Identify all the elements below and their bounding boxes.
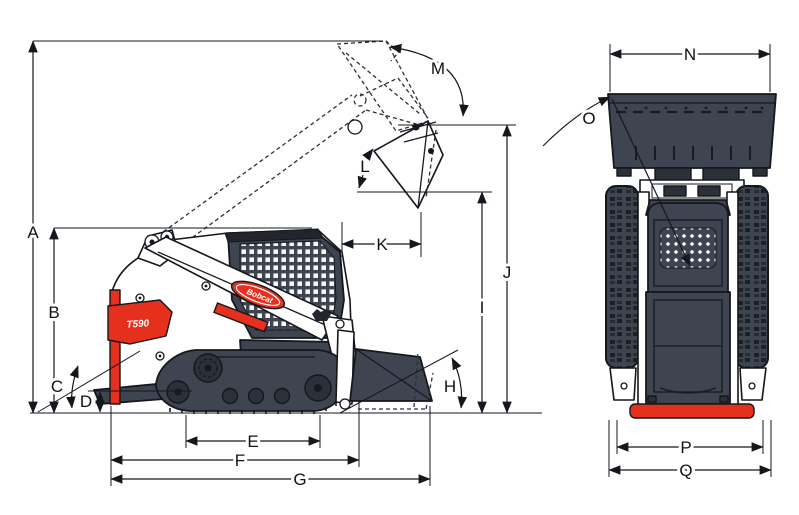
- track-side: [155, 349, 348, 414]
- bucket-ribs: [635, 146, 751, 160]
- dim-N: N: [609, 42, 771, 92]
- dim-C: C: [37, 350, 141, 413]
- dim-label-n: N: [684, 45, 696, 64]
- raised-bucket-dashed: [335, 40, 430, 132]
- bobcat-logo: Bobcat: [230, 280, 286, 310]
- dim-label-d: D: [80, 392, 92, 411]
- dim-H: H: [339, 349, 468, 414]
- dimensions-side: A B C D E: [24, 40, 516, 492]
- bucket-bolts: [624, 106, 764, 110]
- top-view: N O P Q: [542, 42, 777, 483]
- rear-bumper-red-top: [629, 403, 755, 419]
- dim-label-k: K: [376, 235, 388, 254]
- dim-J: J: [398, 124, 516, 414]
- arm-red-stripe: [213, 302, 269, 333]
- roof-perforation: [659, 227, 717, 269]
- dim-label-o: O: [582, 109, 595, 128]
- model-badge: T590: [107, 299, 173, 345]
- top-left-track: [605, 185, 639, 369]
- dim-label-p: P: [680, 438, 691, 457]
- side-view: Bobcat T590: [24, 40, 542, 492]
- tailgate-red-strip: [109, 289, 121, 405]
- dim-L: L: [357, 148, 374, 189]
- top-body: [609, 199, 767, 419]
- bobcat-head-icon: [312, 309, 331, 321]
- dim-O: O: [542, 96, 691, 267]
- dim-label-l: L: [360, 157, 369, 176]
- dim-label-b: B: [48, 303, 59, 322]
- dim-label-a: A: [27, 223, 39, 242]
- cab-roof: [224, 228, 324, 243]
- dim-label-i: I: [480, 298, 485, 317]
- front-attachment: [335, 329, 355, 410]
- dim-M: M: [389, 43, 469, 117]
- dumped-bucket: [347, 119, 444, 209]
- dim-I: I: [357, 191, 492, 414]
- dim-K: K: [341, 212, 422, 257]
- top-right-track: [735, 185, 769, 369]
- track-tread-ticks: [169, 402, 337, 414]
- engine-deck: [645, 291, 731, 405]
- dim-D: D: [77, 389, 192, 414]
- dim-label-h: H: [444, 377, 456, 396]
- dim-Q: Q: [608, 420, 772, 483]
- dim-E: E: [185, 415, 321, 454]
- model-badge-text: T590: [126, 318, 150, 331]
- dim-F: F: [110, 400, 360, 473]
- dim-label-q: Q: [679, 461, 692, 480]
- dim-label-g: G: [293, 470, 306, 489]
- dim-label-c: C: [51, 377, 63, 396]
- dim-P: P: [616, 420, 764, 460]
- dim-B: B: [45, 227, 312, 414]
- dim-label-j: J: [503, 263, 512, 282]
- top-bucket: [607, 93, 777, 185]
- dim-label-f: F: [235, 451, 245, 470]
- dim-G: G: [110, 406, 431, 492]
- dimensions-top: N O P Q: [542, 42, 772, 483]
- ground-bucket: [349, 348, 434, 410]
- dim-label-e: E: [247, 432, 258, 451]
- dim-label-m: M: [431, 59, 445, 78]
- dim-A: A: [24, 40, 383, 414]
